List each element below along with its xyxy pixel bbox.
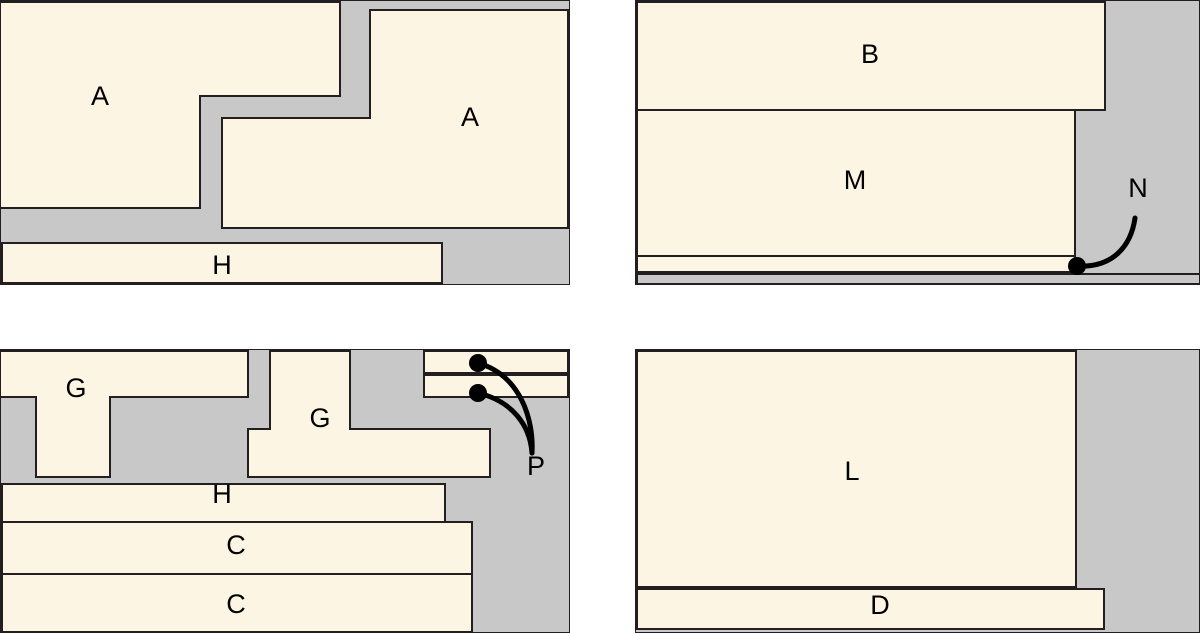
- label-a-right: A: [461, 102, 479, 132]
- label-d: D: [870, 590, 890, 620]
- annotation-n: N: [1128, 173, 1148, 203]
- label-m: M: [844, 165, 867, 195]
- block-a-right: [221, 9, 569, 229]
- annotation-p: P: [527, 451, 545, 481]
- top-left-panel: A A H: [0, 0, 570, 285]
- block-h-bl: [1, 483, 446, 523]
- base-strip-tr: [636, 273, 1200, 285]
- label-c-1: C: [226, 530, 246, 560]
- label-b: B: [861, 39, 879, 69]
- label-c-2: C: [226, 589, 246, 619]
- block-g-mid: [247, 350, 491, 478]
- label-a-left: A: [91, 81, 109, 111]
- bottom-right-panel: L D: [635, 349, 1200, 633]
- block-h-tl: [1, 242, 443, 284]
- block-a-left: [0, 1, 341, 209]
- block-l: [636, 350, 1077, 588]
- leader-dot-p-2: [469, 384, 487, 402]
- block-g-left: [0, 350, 249, 478]
- block-strip-br-2: [423, 374, 569, 398]
- block-m: [636, 109, 1076, 257]
- leader-p: [469, 354, 535, 456]
- label-g-left: G: [65, 373, 86, 403]
- label-l: L: [844, 456, 859, 486]
- top-right-panel: N B M: [635, 0, 1200, 285]
- leader-n: [1068, 215, 1138, 275]
- block-d: [636, 588, 1105, 630]
- leader-dot-n: [1068, 257, 1086, 275]
- label-h-tl: H: [212, 250, 232, 280]
- leader-dot-p-1: [469, 354, 487, 372]
- block-c-2: [1, 573, 473, 633]
- label-h-bl: H: [212, 479, 232, 509]
- block-b: [636, 1, 1106, 111]
- block-thin-strip-tr: [636, 255, 1076, 273]
- label-g-mid: G: [309, 403, 330, 433]
- bottom-left-panel: P G G H C C: [0, 349, 570, 633]
